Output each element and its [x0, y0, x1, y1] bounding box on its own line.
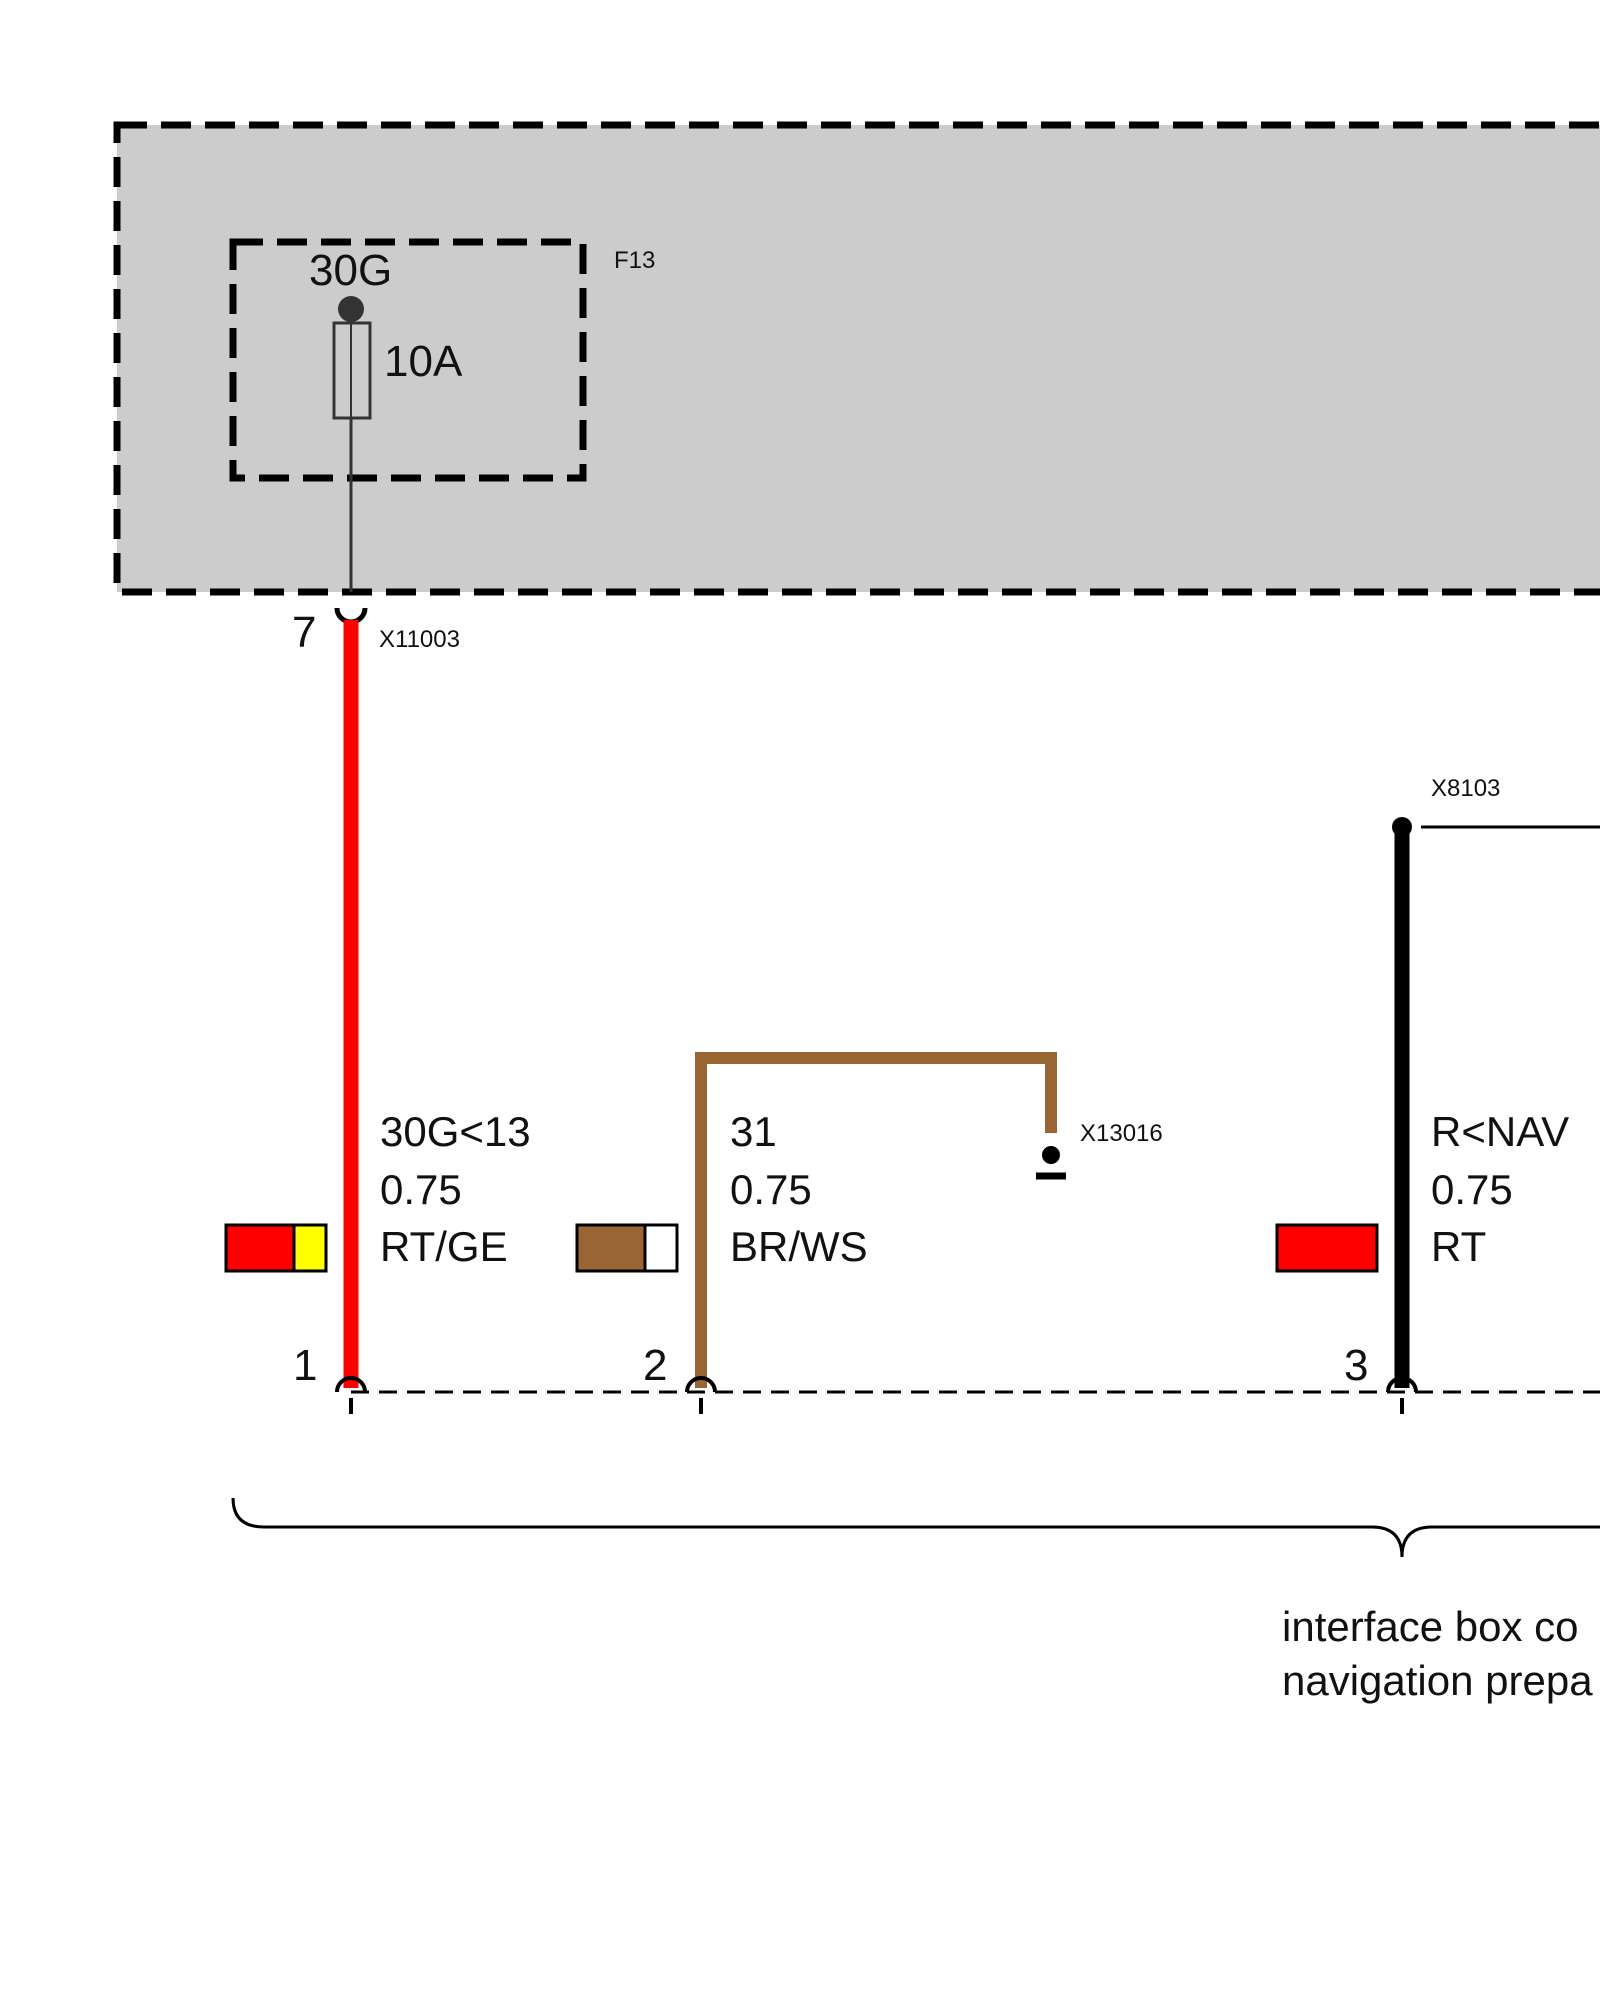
connector-x8103-label: X8103	[1431, 775, 1500, 802]
ground-connector-label: X13016	[1080, 1120, 1163, 1147]
wire-2-signal: 31	[730, 1108, 777, 1155]
wire-1-color-code: RT/GE	[380, 1223, 508, 1270]
wire-2-pin: 2	[643, 1341, 667, 1390]
wire-2-gauge: 0.75	[730, 1166, 812, 1213]
fuse-id-label: F13	[614, 247, 655, 274]
wire-1-gauge: 0.75	[380, 1166, 462, 1213]
component-description-line-2: navigation prepa	[1282, 1657, 1593, 1704]
component-brace	[231, 1497, 1600, 1558]
pin-1-symbol	[335, 1376, 367, 1393]
pin-2-symbol	[685, 1376, 717, 1393]
swatch-white	[643, 1223, 679, 1273]
connector-x11003-pin: 7	[292, 608, 316, 657]
wire-3-color-code: RT	[1431, 1223, 1486, 1270]
connector-x11003-symbol	[334, 607, 368, 625]
wire-3: X8103 R<NAV 0.75 RT 3	[1275, 775, 1600, 1390]
ground-point-dot	[1042, 1146, 1060, 1164]
fuse-housing	[229, 238, 587, 482]
swatch-yellow	[292, 1223, 328, 1273]
component-description-line-1: interface box co	[1282, 1603, 1579, 1650]
fuse-rating-label: 10A	[384, 337, 463, 386]
wire-3-gauge: 0.75	[1431, 1166, 1513, 1213]
wire-1-pin: 1	[293, 1341, 317, 1390]
connector-x8103-dot	[1392, 817, 1412, 837]
swatch-red	[224, 1223, 296, 1273]
swatch-brown	[575, 1223, 647, 1273]
swatch-red-solid	[1275, 1223, 1379, 1273]
wire-2-line	[695, 1052, 1057, 1388]
interface-box-connector	[335, 1376, 1600, 1414]
connector-x11003: 7 X11003	[292, 607, 460, 657]
connector-x11003-label: X11003	[379, 626, 460, 653]
wire-3-color-swatch	[1275, 1223, 1379, 1273]
fuse-terminal-label: 30G	[309, 246, 392, 295]
wire-3-pin: 3	[1344, 1341, 1368, 1390]
pin-3-symbol	[1386, 1376, 1418, 1393]
wire-2-color-code: BR/WS	[730, 1223, 868, 1270]
fuse-box: F13 30G 10A	[113, 121, 1600, 596]
wire-1-color-swatch	[224, 1223, 328, 1273]
wire-2: X13016 31 0.75 BR/WS 2	[575, 1052, 1163, 1390]
wire-1: 30G<13 0.75 RT/GE 1	[224, 620, 531, 1390]
wire-3-signal: R<NAV	[1431, 1108, 1569, 1155]
wire-1-signal: 30G<13	[380, 1108, 531, 1155]
wire-2-color-swatch	[575, 1223, 679, 1273]
fuse-box-area	[113, 121, 1600, 596]
